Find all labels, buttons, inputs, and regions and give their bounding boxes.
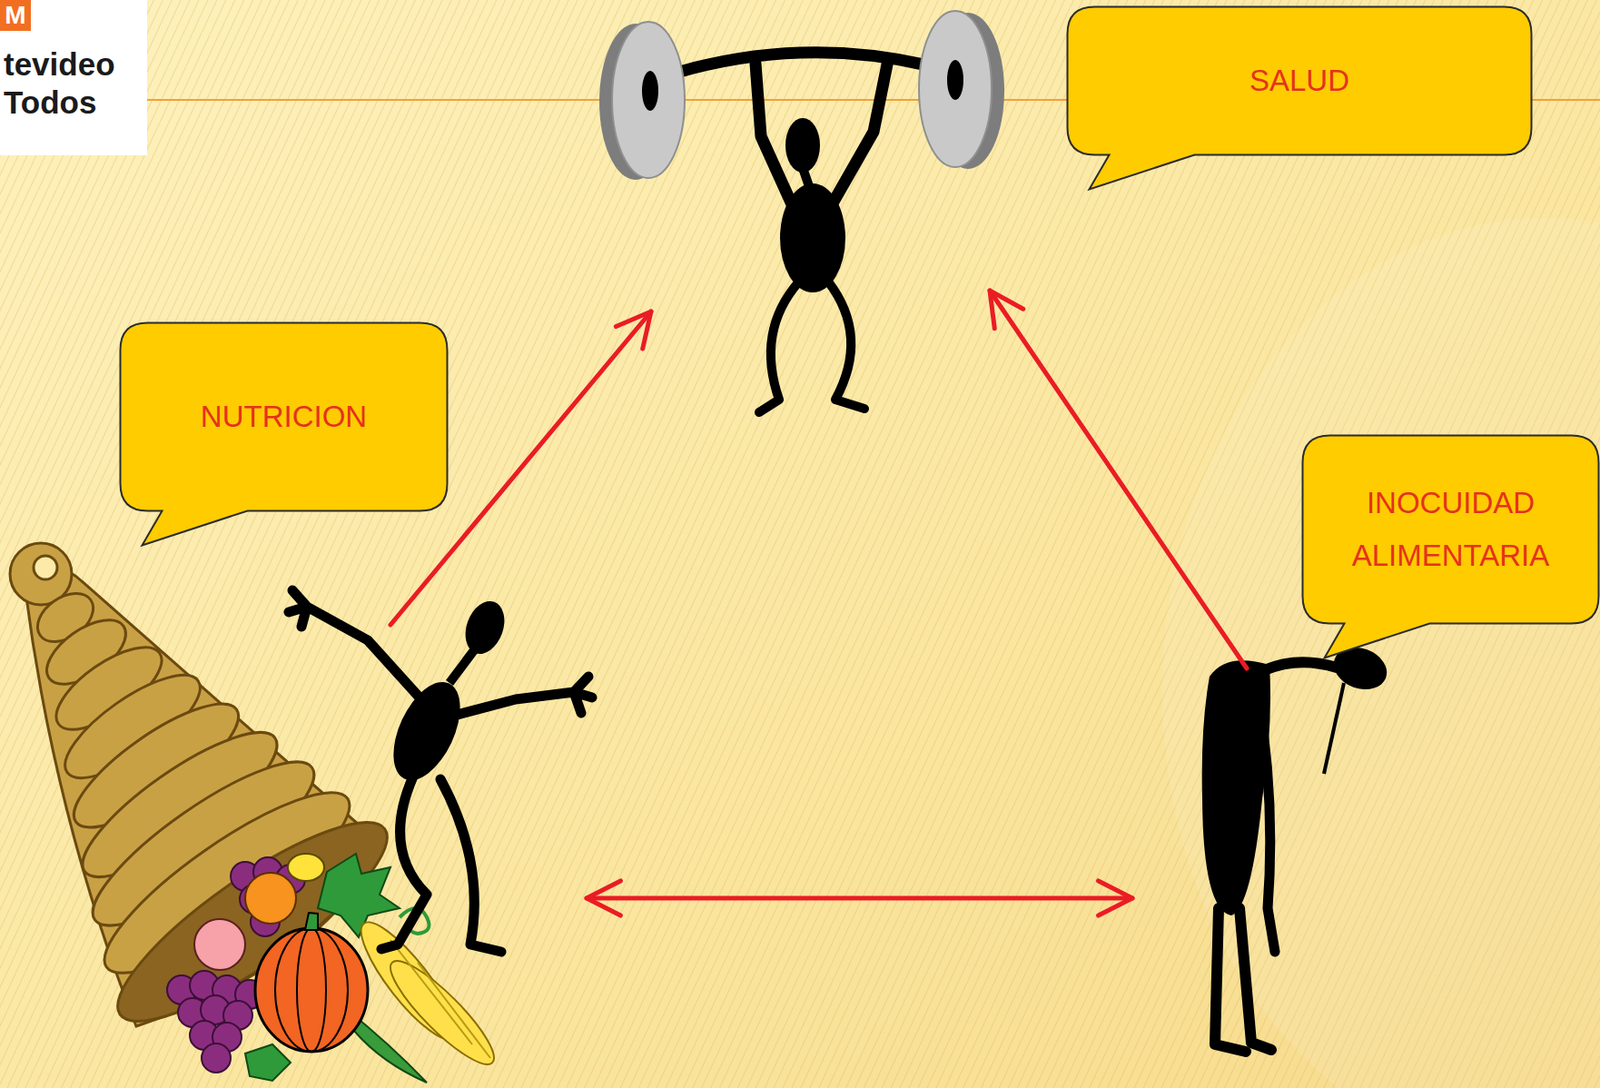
logo-text: Todos	[3, 85, 97, 121]
weightlifter-figure-part	[755, 63, 792, 205]
arrow-head	[615, 311, 652, 349]
weightlifter-figure-part	[642, 52, 956, 84]
cheering-figure-part	[449, 650, 475, 683]
weightlifter-figure-part	[785, 118, 820, 173]
arrow-head	[586, 880, 621, 916]
weightlifter-figure-part	[833, 59, 889, 202]
bubble-outline	[118, 321, 449, 551]
fruit-pile-part	[317, 853, 400, 938]
cheering-figure-part	[381, 776, 427, 949]
weightlifter-figure-part	[828, 281, 865, 409]
fruit-pile-part	[255, 928, 368, 1052]
tired-figure-part	[1264, 661, 1337, 671]
background-part	[1162, 217, 1600, 1088]
bubble-content: INOCUIDAD ALIMENTARIA	[1319, 450, 1582, 609]
speech-bubble: NUTRICION	[118, 321, 449, 513]
weightlifter-figure-part	[780, 183, 846, 293]
bubble-content: SALUD	[1084, 21, 1515, 140]
weightlifter-figure-part	[947, 59, 964, 100]
cheering-figure-part	[446, 676, 593, 718]
arrow-connector	[586, 880, 1133, 916]
logo-panel	[0, 0, 148, 156]
arrow-connector	[989, 290, 1247, 669]
callout-region: SALUD	[602, 5, 1533, 419]
cheering-figure	[288, 590, 593, 952]
fruit-pile-part	[296, 928, 326, 1052]
logo-text: M	[0, 0, 31, 31]
fruit-pile-part	[245, 1044, 291, 1081]
cheering-figure-part	[379, 671, 474, 791]
bubble-shape	[1067, 7, 1532, 190]
fruit-pile-part	[305, 912, 318, 930]
bubble-shape	[120, 323, 448, 546]
bubble-content: NUTRICION	[137, 337, 431, 496]
tired-figure-part	[1257, 694, 1275, 952]
arrow-shaft	[989, 290, 1247, 669]
arrow-shaft	[586, 896, 1133, 901]
fruit-pile-part	[194, 918, 246, 970]
callout-text: NUTRICION	[200, 390, 367, 444]
weightlifter-figure	[599, 10, 1005, 413]
weightlifter-figure-part	[612, 21, 685, 178]
speech-bubble: SALUD	[1066, 5, 1533, 157]
tired-figure	[1202, 640, 1393, 1052]
fruit-pile-part-part	[201, 1043, 231, 1073]
fruit-pile-part	[245, 872, 297, 924]
fruit-pile-part	[275, 928, 348, 1052]
callout-text: SALUD	[1249, 54, 1350, 108]
callout-region: NUTRICION	[5, 321, 593, 1083]
cheering-figure-part	[440, 779, 502, 952]
fruit-pile-part	[390, 939, 491, 1058]
arrow-head	[989, 290, 1024, 329]
weightlifter-figure-part	[759, 281, 800, 413]
logo-panel-part	[0, 0, 148, 156]
speech-bubble: INOCUIDAD ALIMENTARIA	[1301, 434, 1600, 625]
bubble-outline	[1066, 5, 1533, 195]
cheering-figure-part	[458, 595, 512, 660]
callout-text: INOCUIDAD ALIMENTARIA	[1319, 476, 1582, 583]
callout-region: INOCUIDAD ALIMENTARIA	[1125, 434, 1600, 1057]
weightlifter-figure-part	[918, 10, 992, 168]
fruit-pile	[167, 853, 505, 1083]
logo-text: tevideo	[3, 47, 116, 83]
bubble-shape	[1303, 435, 1600, 659]
fruit-pile-part	[287, 853, 325, 881]
arrow-head	[1098, 880, 1133, 916]
cornucopia-part	[33, 555, 58, 580]
cheering-figure-part	[288, 590, 420, 698]
tired-figure-part	[1239, 908, 1272, 1050]
tired-figure-part	[1323, 682, 1344, 774]
weightlifter-figure-part	[641, 70, 659, 111]
